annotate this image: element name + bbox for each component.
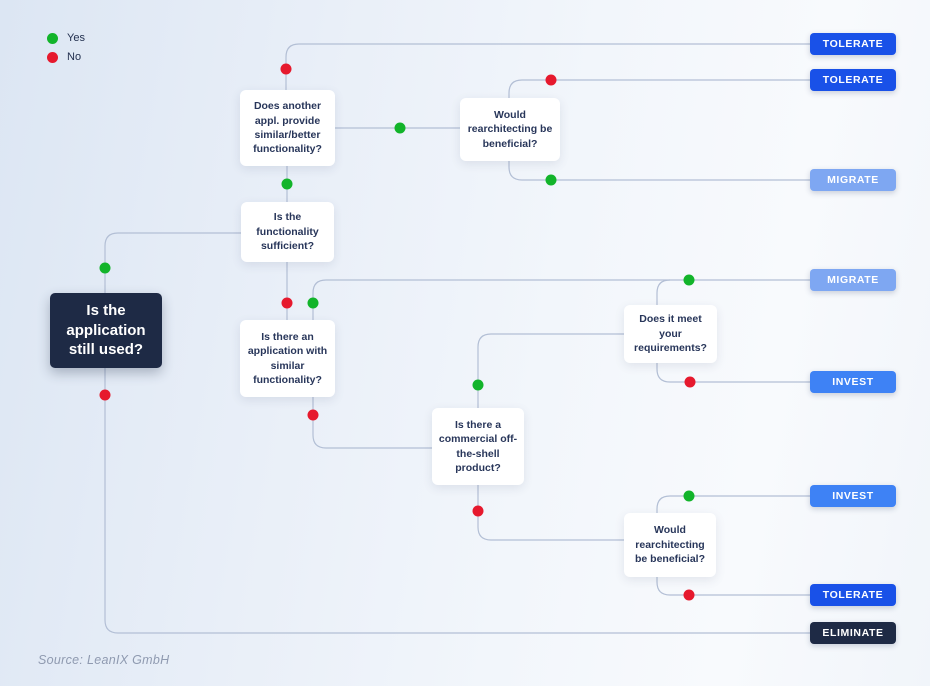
outcome-tolerate-1: TOLERATE — [810, 33, 896, 55]
edge-commercial-product-no-rearchitecting-bottom — [477, 485, 624, 541]
outcome-migrate-2: MIGRATE — [810, 269, 896, 291]
source-credit: Source: LeanIX GmbH — [38, 653, 170, 667]
decision-rearchitecting-beneficial-top: Would rearchitecting be beneficial? — [460, 98, 560, 161]
edge-root-no-eliminate — [104, 368, 810, 634]
edge-similar-functionality-yes-migrate2 — [312, 279, 810, 320]
no-dot — [545, 74, 557, 86]
outcome-invest-2: INVEST — [810, 485, 896, 507]
yes-dot — [394, 122, 406, 134]
outcome-tolerate-3: TOLERATE — [810, 584, 896, 606]
outcome-tolerate-2: TOLERATE — [810, 69, 896, 91]
edge-meets-requirements-yes-migrate2 — [656, 279, 671, 305]
decision-similar-better-functionality: Does another appl. provide similar/bette… — [240, 90, 335, 166]
legend-label-yes: Yes — [67, 32, 85, 44]
no-dot — [307, 409, 319, 421]
edge-similar-better-no-tolerate1 — [285, 43, 810, 90]
edge-rearchitecting-bottom-yes-invest2 — [656, 495, 810, 513]
legend-item-no: No — [47, 51, 85, 63]
outcome-eliminate: ELIMINATE — [810, 622, 896, 644]
yes-dot — [307, 297, 319, 309]
no-dot — [472, 505, 484, 517]
edge-rearchitecting-top-yes-migrate1 — [508, 161, 810, 181]
decision-commercial-off-the-shell-product: Is there a commercial off-the-shell prod… — [432, 408, 524, 485]
no-dot — [683, 589, 695, 601]
no-dot — [280, 63, 292, 75]
yes-dot — [472, 379, 484, 391]
edge-root-yes-functionality-sufficient — [104, 232, 241, 293]
decision-rearchitecting-beneficial-bottom: Would rearchitecting be beneficial? — [624, 513, 716, 577]
yes-dot — [281, 178, 293, 190]
yes-dot — [99, 262, 111, 274]
yes-dot — [683, 490, 695, 502]
no-dot — [281, 297, 293, 309]
outcome-migrate-1: MIGRATE — [810, 169, 896, 191]
outcome-invest-1: INVEST — [810, 371, 896, 393]
decision-application-similar-functionality: Is there an application with similar fun… — [240, 320, 335, 397]
no-dot — [99, 389, 111, 401]
decision-meets-requirements: Does it meet your requirements? — [624, 305, 717, 363]
yes-dot — [683, 274, 695, 286]
decision-functionality-sufficient: Is the functionality sufficient? — [241, 202, 334, 262]
yes-dot — [545, 174, 557, 186]
no-dot — [684, 376, 696, 388]
legend: Yes No — [47, 32, 85, 63]
edge-rearchitecting-bottom-no-tolerate3 — [656, 577, 810, 596]
no-dot-icon — [47, 51, 58, 63]
legend-label-no: No — [67, 51, 82, 63]
edge-meets-requirements-no-invest1 — [656, 363, 810, 383]
edge-rearchitecting-top-no-tolerate2 — [508, 79, 810, 98]
yes-dot-icon — [47, 32, 58, 44]
decision-application-still-used: Is the application still used? — [50, 293, 162, 368]
edge-similar-functionality-no-commercial-product — [312, 397, 432, 449]
legend-item-yes: Yes — [47, 32, 85, 44]
edge-commercial-product-yes-meets-requirements — [477, 333, 624, 408]
